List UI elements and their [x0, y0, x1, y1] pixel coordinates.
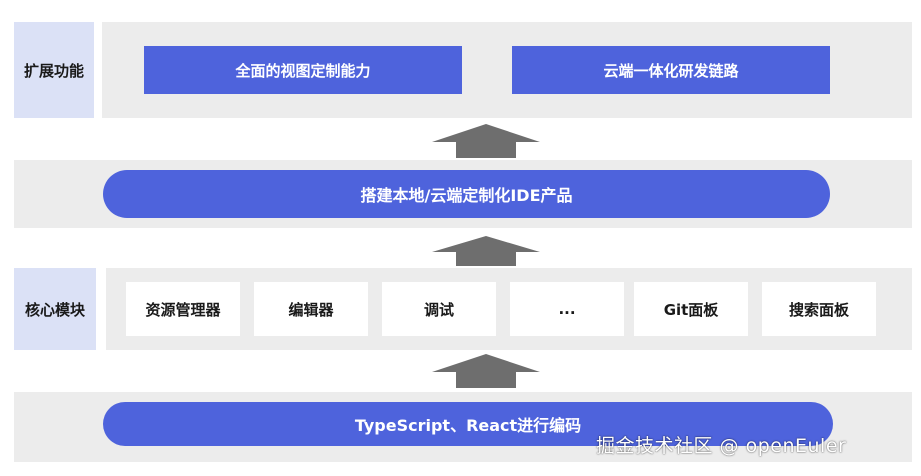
feature-cloud-pipeline: 云端一体化研发链路 — [512, 46, 830, 94]
up-arrow-icon — [432, 236, 540, 266]
module-editor: 编辑器 — [254, 282, 368, 336]
core-row-panel: 资源管理器 编辑器 调试 ... Git面板 搜索面板 — [106, 268, 912, 350]
watermark-text: 掘金技术社区 @ openEuler — [596, 435, 847, 457]
base-row-panel: TypeScript、React进行编码 — [14, 392, 912, 462]
module-more: ... — [510, 282, 624, 336]
module-git-panel: Git面板 — [634, 282, 748, 336]
module-debug: 调试 — [382, 282, 496, 336]
up-arrow-icon — [432, 124, 540, 158]
feature-view-customization: 全面的视图定制能力 — [144, 46, 462, 94]
module-search-panel: 搜索面板 — [762, 282, 876, 336]
product-pill: 搭建本地/云端定制化IDE产品 — [103, 170, 830, 218]
base-pill: TypeScript、React进行编码 — [103, 402, 833, 446]
up-arrow-icon — [432, 354, 540, 388]
core-row-label: 核心模块 — [14, 268, 96, 350]
extension-row-panel: 全面的视图定制能力 云端一体化研发链路 — [102, 22, 912, 118]
module-resource-manager: 资源管理器 — [126, 282, 240, 336]
extension-row-label: 扩展功能 — [14, 22, 94, 118]
product-row-panel: 搭建本地/云端定制化IDE产品 — [14, 160, 912, 228]
